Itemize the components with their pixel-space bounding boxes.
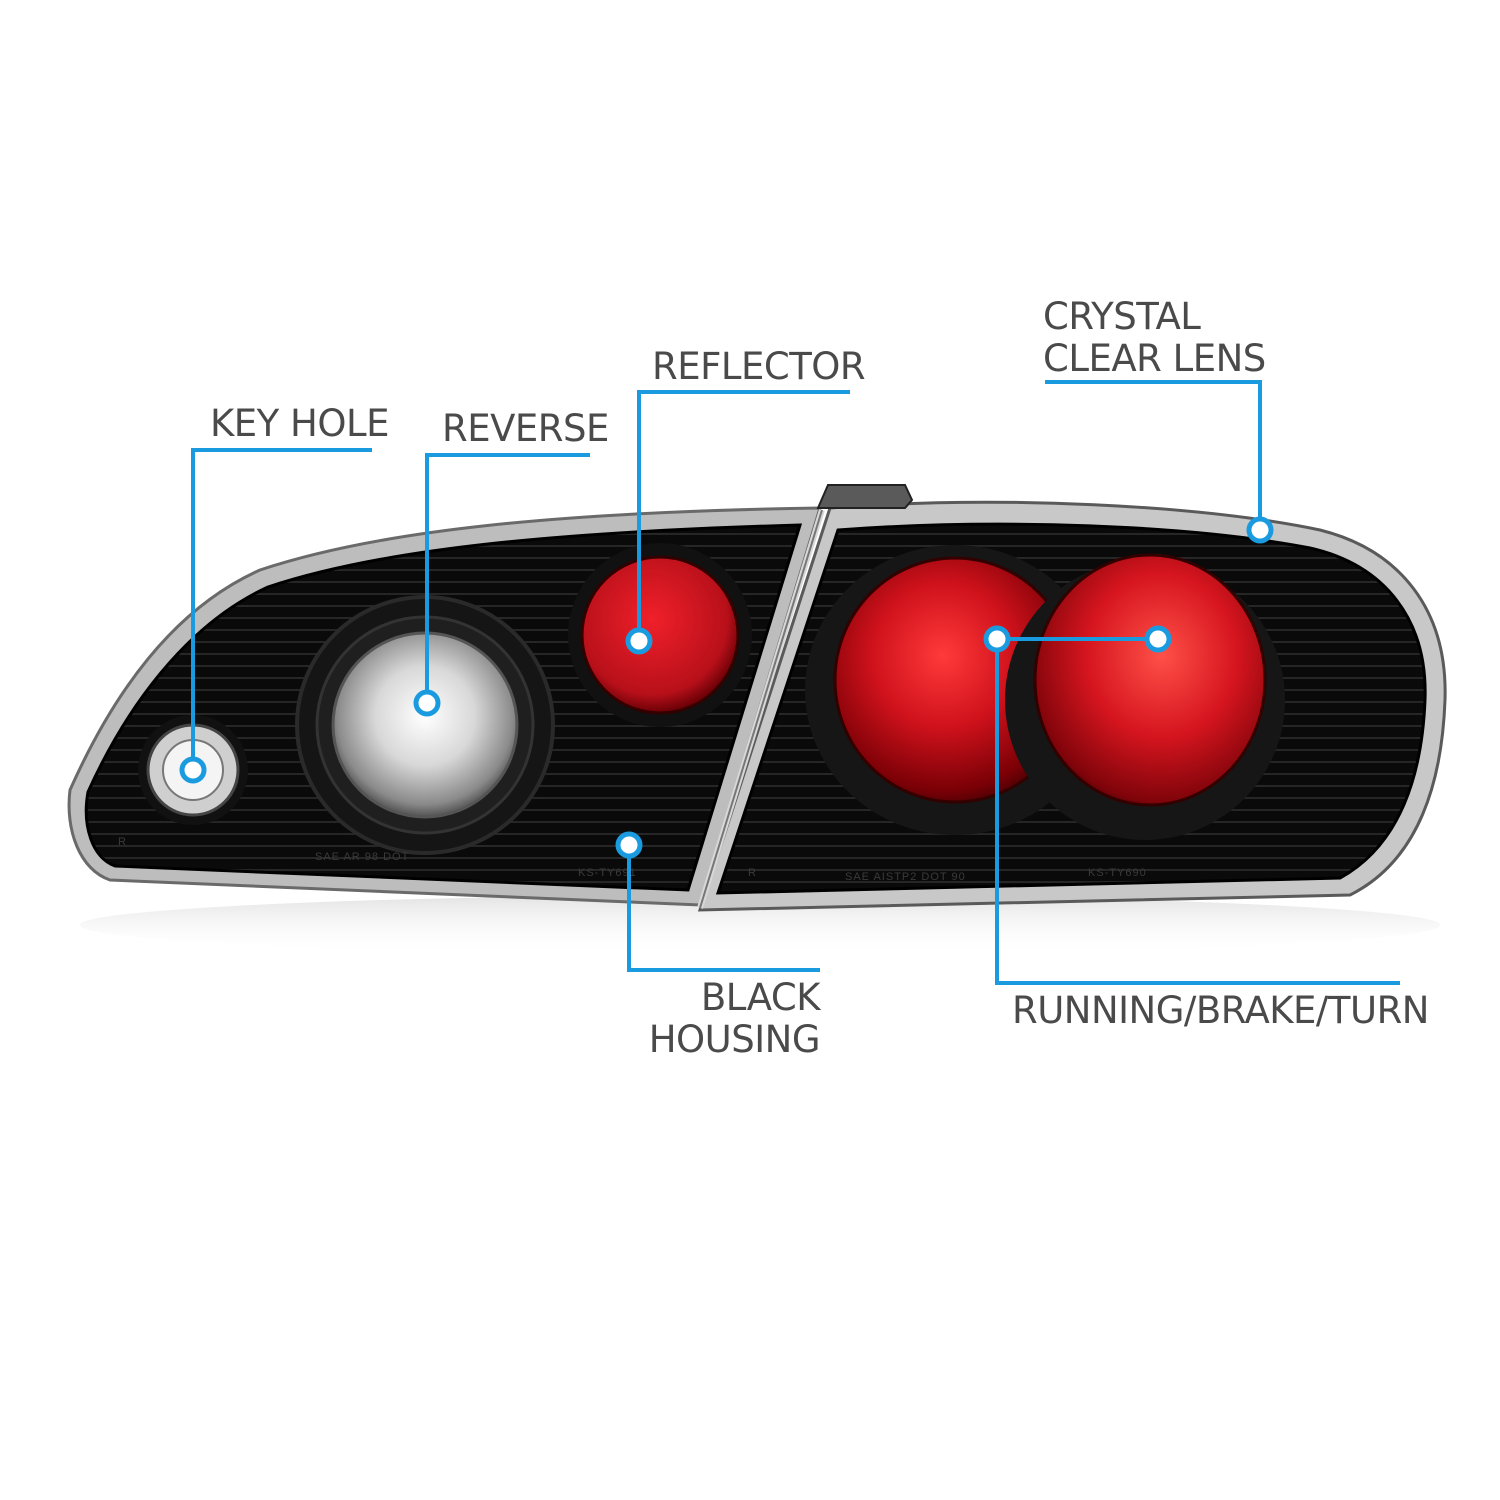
reflector-lens <box>580 555 740 715</box>
brake-lens-2 <box>1033 553 1267 807</box>
callout-lines <box>191 380 1400 985</box>
marking-inner-part: KS-TY691 <box>578 867 637 879</box>
running-callout-line <box>995 637 1400 985</box>
floor-reflection <box>80 895 1440 955</box>
marking-outer-sae: SAE AISTP2 DOT 90 <box>845 871 966 883</box>
mounting-tab <box>816 484 914 509</box>
reflector-callout-line <box>637 390 850 641</box>
black-housing-callout-line <box>627 845 820 972</box>
reverse-callout-line <box>425 453 590 703</box>
lamp-seam-line <box>699 509 823 909</box>
black-label-line2: HOUSING <box>648 1018 821 1061</box>
black-label-line1: BLACK <box>700 976 821 1019</box>
crystal-label-line1: CRYSTAL <box>1043 295 1201 338</box>
crystal-dot <box>1246 516 1274 544</box>
marking-inner-r: R <box>118 836 127 848</box>
reflector-label: REFLECTOR <box>652 345 866 388</box>
black-housing-label: BLACK HOUSING <box>560 976 821 1061</box>
running-dot-1 <box>983 625 1011 653</box>
marking-outer-r: R <box>748 867 757 879</box>
reverse-label: REVERSE <box>442 407 609 450</box>
running-brake-turn-label: RUNNING/BRAKE/TURN <box>1012 989 1429 1032</box>
key-hole-callout-line <box>191 448 372 770</box>
marking-inner-sae: SAE AR 98 DOT <box>315 851 409 863</box>
key-hole-label: KEY HOLE <box>210 402 389 445</box>
reflector-dot <box>625 627 653 655</box>
marking-outer-part: KS-TY690 <box>1088 867 1147 879</box>
crystal-clear-lens-label: CRYSTAL CLEAR LENS <box>1043 296 1266 380</box>
black-housing-dot <box>615 831 643 859</box>
callout-dots <box>179 516 1274 859</box>
reverse-dot <box>413 689 441 717</box>
crystal-label-line2: CLEAR LENS <box>1043 337 1266 380</box>
key-hole-dot <box>179 756 207 784</box>
crystal-callout-line <box>1045 380 1262 530</box>
running-dot-2 <box>1144 625 1172 653</box>
